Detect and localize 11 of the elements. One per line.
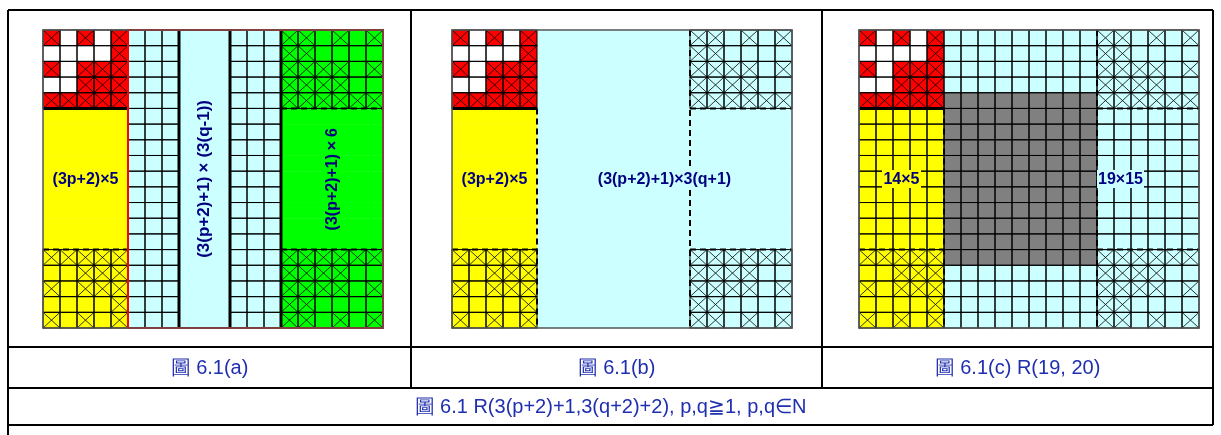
area-label: (3p+2)×5 xyxy=(51,170,120,188)
area-label: 19×15 xyxy=(1097,170,1144,188)
area-label: (3(p+2)+1)×3(q+1) xyxy=(596,170,733,188)
figure-caption: 圖 6.1(a) xyxy=(170,355,249,380)
figure-caption: 圖 6.1(b) xyxy=(577,355,656,380)
figure-caption: 圖 6.1(c) R(19, 20) xyxy=(934,355,1101,380)
area-label: (3(p+2)+1)×(3(q-1)) xyxy=(195,99,214,259)
area-label: (3p+2)×5 xyxy=(460,170,529,188)
figure-caption: 圖 6.1 R(3(p+2)+1,3(q+2)+2), p,q≧1, p,q∈N xyxy=(414,394,807,419)
area-label: 14×5 xyxy=(882,170,921,188)
area-label: (3(p+2)+1)×6 xyxy=(323,126,341,232)
